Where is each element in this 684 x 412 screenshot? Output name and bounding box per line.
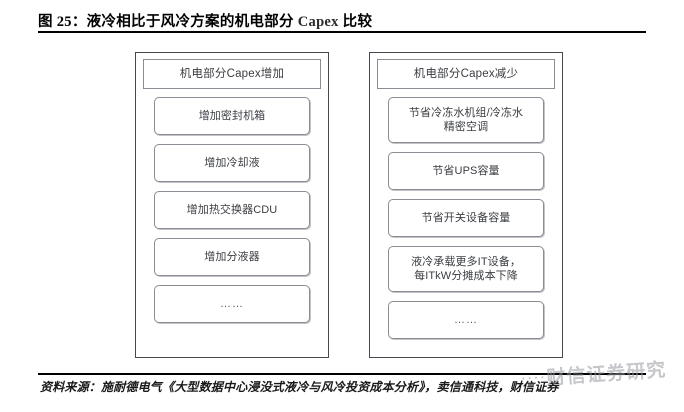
capex-comparison-diagram: 机电部分Capex增加 增加密封机箱 增加冷却液 增加热交换器CDU 增加分液器… [0, 36, 684, 366]
list-item: 增加冷却液 [154, 144, 310, 182]
item-label: 增加密封机箱 [198, 109, 266, 122]
list-item: 增加密封机箱 [154, 97, 310, 135]
column-header-capex-decrease: 机电部分Capex减少 [377, 59, 555, 89]
item-label: 增加分液器 [204, 250, 260, 263]
item-label: …… [454, 313, 478, 326]
column-capex-increase: 机电部分Capex增加 增加密封机箱 增加冷却液 增加热交换器CDU 增加分液器… [135, 52, 329, 358]
column-header-label: 机电部分Capex减少 [413, 67, 519, 80]
list-item: 增加热交换器CDU [154, 191, 310, 229]
column-header-capex-increase: 机电部分Capex增加 [143, 59, 321, 89]
item-label: 节省开关设备容量 [421, 211, 511, 224]
list-item: 节省冷冻水机组/冷冻水 精密空调 [388, 97, 544, 143]
figure-title-capex: Capex [297, 14, 339, 30]
title-rule-top [38, 31, 646, 33]
list-item: 节省UPS容量 [388, 152, 544, 190]
item-label: 液冷承载更多IT设备， 每ITkW分摊成本下降 [411, 255, 521, 282]
source-note: 资料来源：施耐德电气《大型数据中心浸没式液冷与风冷投资成本分析》，卖信通科技，财… [40, 380, 559, 394]
figure-title-prefix: 图 25：液冷相比于风冷方案的机电部分 [38, 14, 298, 30]
column-header-label: 机电部分Capex增加 [179, 67, 285, 80]
list-item-ellipsis: …… [154, 285, 310, 323]
column-capex-decrease: 机电部分Capex减少 节省冷冻水机组/冷冻水 精密空调 节省UPS容量 节省开… [369, 52, 563, 358]
source-rule-bottom [38, 373, 646, 375]
item-label: 节省UPS容量 [432, 164, 500, 177]
figure-title: 图 25：液冷相比于风冷方案的机电部分 Capex 比较 [38, 10, 648, 31]
figure-title-suffix: 比较 [338, 14, 373, 30]
item-label: 增加热交换器CDU [186, 203, 278, 216]
item-label: 增加冷却液 [204, 156, 260, 169]
item-label: …… [220, 297, 244, 310]
list-item: 增加分液器 [154, 238, 310, 276]
column-item-list-capex-decrease: 节省冷冻水机组/冷冻水 精密空调 节省UPS容量 节省开关设备容量 液冷承载更多… [377, 97, 555, 339]
list-item: 液冷承载更多IT设备， 每ITkW分摊成本下降 [388, 246, 544, 292]
list-item-ellipsis: …… [388, 301, 544, 339]
item-label: 节省冷冻水机组/冷冻水 精密空调 [408, 106, 524, 133]
column-item-list-capex-increase: 增加密封机箱 增加冷却液 增加热交换器CDU 增加分液器 …… [143, 97, 321, 323]
list-item: 节省开关设备容量 [388, 199, 544, 237]
